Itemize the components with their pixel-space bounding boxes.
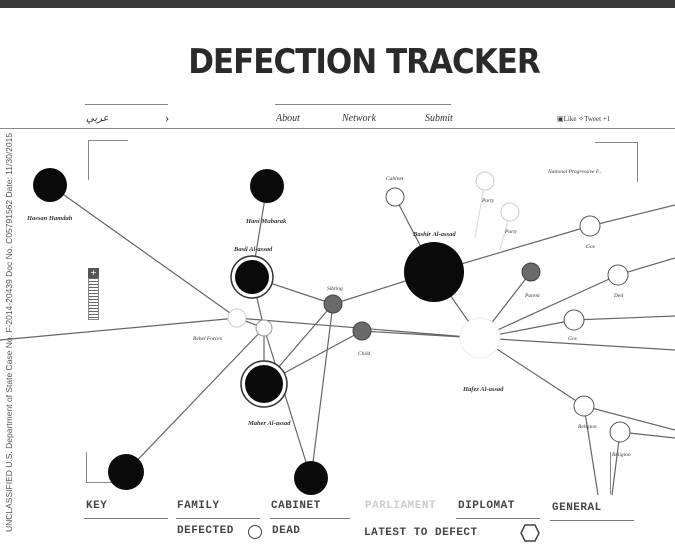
filter-family[interactable]: FAMILY [177, 500, 220, 512]
node-rebel-forces[interactable] [227, 308, 247, 328]
node-party[interactable] [475, 171, 495, 191]
defected-circle-icon [248, 525, 262, 539]
frame-top-right [595, 142, 637, 143]
tweet-icon[interactable]: ✧ [578, 115, 585, 123]
edge [479, 337, 585, 407]
edge [583, 405, 675, 431]
plus-one-label[interactable]: +1 [602, 115, 611, 123]
node-child[interactable] [352, 321, 372, 341]
site-logo[interactable]: DEFECTION TRACKER [188, 42, 541, 82]
filter-cabinet[interactable]: CABINET [271, 500, 321, 512]
label-religion: Religion [577, 424, 597, 430]
node-basil-al-assad[interactable] [235, 260, 269, 294]
label-gov: Gov [586, 244, 596, 250]
node-bottom-left[interactable] [108, 454, 144, 490]
header-divider [0, 128, 675, 129]
edge [49, 184, 238, 319]
edge [0, 317, 238, 341]
zoom-in-button[interactable]: + [88, 268, 99, 278]
edge [589, 204, 675, 227]
node-rebel-hub[interactable] [255, 319, 273, 337]
label-gov-2: Gov [568, 336, 578, 342]
edge [573, 315, 675, 321]
label-hani-mubarak: Hani Mubarak [245, 218, 287, 225]
label-maher: Maher Al-assad [247, 420, 291, 427]
frame-bottom-left [86, 482, 116, 483]
diplomat-underline [456, 518, 540, 519]
nav-about[interactable]: About [276, 113, 300, 124]
label-party-2: Party [504, 229, 518, 235]
node-hani-mubarak[interactable] [250, 169, 284, 203]
share-buttons[interactable]: ▣Like ✧Tweet +1 [557, 115, 610, 123]
edge [611, 431, 621, 496]
node-parent[interactable] [521, 262, 541, 282]
like-label[interactable]: Like [563, 115, 577, 123]
edge [479, 274, 619, 339]
cabinet-underline [270, 518, 350, 519]
node-religion-2[interactable] [609, 421, 631, 443]
legend-defected-label: DEFECTED [177, 525, 234, 537]
node-bashir-al-assad[interactable] [404, 242, 464, 302]
label-sibling: Sibling [327, 286, 343, 292]
nav-top-rule [85, 104, 168, 105]
legend-dead-label: DEAD [272, 525, 301, 537]
edge [310, 303, 334, 479]
family-underline [176, 518, 260, 519]
label-basil: Basil Al-assad [233, 246, 273, 253]
frame-top-right-v [637, 142, 638, 182]
label-cabinet: Cabinet [386, 176, 404, 182]
edge [263, 327, 312, 479]
edge [479, 337, 675, 351]
label-ded: Ded [613, 293, 623, 299]
node-cabinet[interactable] [385, 187, 405, 207]
node-bottom-center[interactable] [294, 461, 328, 495]
filter-general[interactable]: GENERAL [552, 502, 602, 514]
legend-latest-label: LATEST TO DEFECT [364, 527, 478, 539]
frame-bottom-right-v [610, 452, 611, 494]
filter-parliament[interactable]: PARLIAMENT [365, 500, 437, 512]
label-party: Party [481, 198, 495, 204]
label-religion-2: Religion [611, 452, 631, 458]
label-rebel-forces: Rebel Forces [192, 336, 222, 342]
hexagon-icon [520, 524, 540, 542]
label-hassan-hamdah: Hassan Hamdah [26, 215, 73, 222]
node-religion[interactable] [573, 395, 595, 417]
node-ded[interactable] [607, 264, 629, 286]
label-bashir: Bashir Al-assad [412, 231, 456, 238]
label-parent: Parent [524, 293, 540, 299]
edge [583, 405, 599, 496]
tweet-label[interactable]: Tweet [584, 115, 602, 123]
edge [474, 180, 486, 239]
frame-top-left [88, 140, 128, 141]
key-title: KEY [86, 500, 108, 512]
node-hassan-hamdah[interactable] [33, 168, 67, 202]
label-national: National Progressive F... [547, 169, 603, 175]
like-icon[interactable]: ▣ [557, 115, 564, 123]
nav-submit[interactable]: Submit [425, 113, 453, 124]
nav-top-rule-2 [275, 104, 451, 105]
general-underline [550, 520, 634, 521]
node-gov[interactable] [579, 215, 601, 237]
chevron-right-icon[interactable]: › [165, 110, 170, 125]
nodes[interactable] [33, 168, 631, 495]
window-top-bar [0, 0, 675, 8]
node-hafez-al-assad[interactable] [459, 317, 501, 359]
filter-diplomat[interactable]: DIPLOMAT [458, 500, 515, 512]
label-child: Child [358, 351, 370, 357]
nav-network[interactable]: Network [342, 113, 376, 124]
node-party-2[interactable] [500, 202, 520, 222]
language-link[interactable]: عربي [86, 113, 109, 124]
node-labels: Hassan Hamdah Hani Mubarak Basil Al-assa… [26, 169, 631, 458]
node-maher-al-assad[interactable] [245, 365, 283, 403]
label-hafez: Hafez Al-assad [462, 386, 504, 393]
node-sibling[interactable] [323, 294, 343, 314]
frame-top-left-v [88, 140, 89, 180]
node-gov-2[interactable] [563, 309, 585, 331]
key-underline [84, 518, 168, 519]
frame-bottom-left-v [86, 452, 87, 482]
edge [125, 327, 265, 473]
